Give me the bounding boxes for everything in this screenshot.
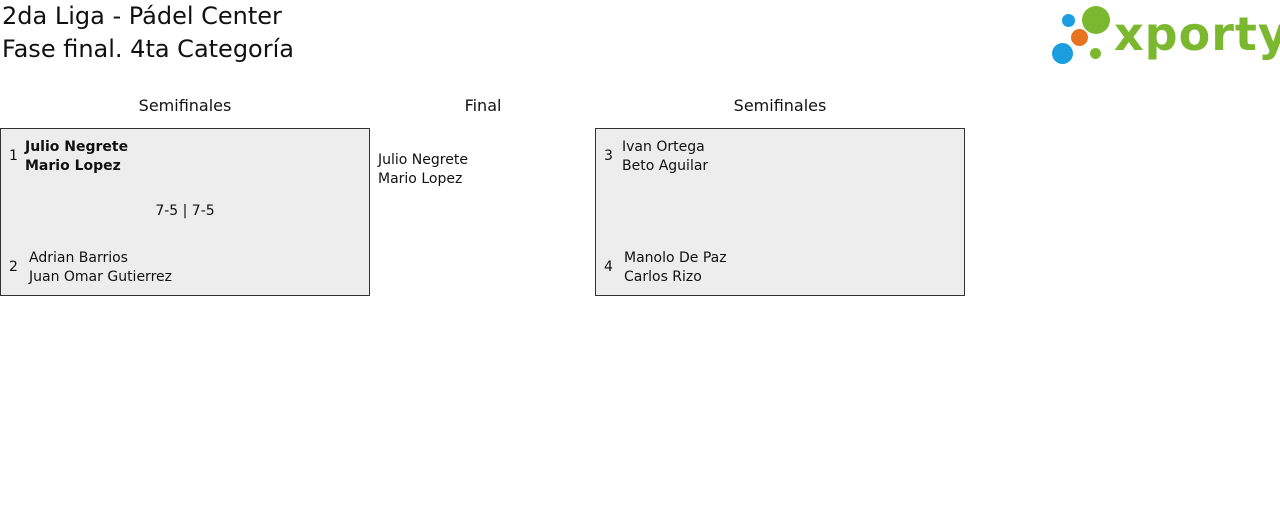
column-header-semifinal-right: Semifinales	[733, 96, 827, 115]
column-header-semifinal-left: Semifinales	[138, 96, 232, 115]
player-name: Julio Negrete	[378, 152, 468, 168]
page-title: 2da Liga - Pádel Center Fase final. 4ta …	[2, 0, 294, 66]
match-semifinal-left[interactable]: 1 Julio Negrete Mario Lopez 7-5 | 7-5 2 …	[0, 128, 370, 296]
player-name: Juan Omar Gutierrez	[29, 269, 172, 285]
logo-dot-green-large	[1082, 6, 1110, 34]
team: Adrian Barrios Juan Omar Gutierrez	[29, 249, 172, 287]
player-name: Mario Lopez	[25, 158, 121, 174]
logo-dot-orange	[1071, 29, 1088, 46]
xporty-logo: xporty	[1050, 4, 1280, 68]
player-name: Adrian Barrios	[29, 250, 128, 266]
player-name: Ivan Ortega	[622, 139, 705, 155]
logo-dot-blue-bottom	[1052, 43, 1073, 64]
match-semifinal-right[interactable]: 3 Ivan Ortega Beto Aguilar 4 Manolo De P…	[595, 128, 965, 296]
seed-number: 4	[604, 259, 613, 275]
logo-dot-blue-top	[1062, 14, 1075, 27]
seed-number: 3	[604, 148, 613, 164]
player-name: Mario Lopez	[378, 171, 463, 187]
logo-wordmark: xporty	[1114, 7, 1280, 61]
final-team: Julio Negrete Mario Lopez	[378, 151, 468, 189]
team-winner: Julio Negrete Mario Lopez	[25, 138, 128, 176]
match-score: 7-5 | 7-5	[155, 203, 215, 219]
team: Manolo De Paz Carlos Rizo	[624, 249, 727, 287]
player-name: Manolo De Paz	[624, 250, 727, 266]
title-line-phase: Fase final. 4ta Categoría	[2, 35, 294, 63]
player-name: Beto Aguilar	[622, 158, 709, 174]
player-name: Julio Negrete	[25, 139, 129, 155]
team: Ivan Ortega Beto Aguilar	[622, 138, 708, 176]
seed-number: 2	[9, 259, 18, 275]
title-line-league: 2da Liga - Pádel Center	[2, 2, 282, 30]
seed-number: 1	[9, 148, 18, 164]
column-header-final: Final	[464, 96, 502, 115]
player-name: Carlos Rizo	[624, 269, 702, 285]
logo-dot-green-small	[1090, 48, 1101, 59]
